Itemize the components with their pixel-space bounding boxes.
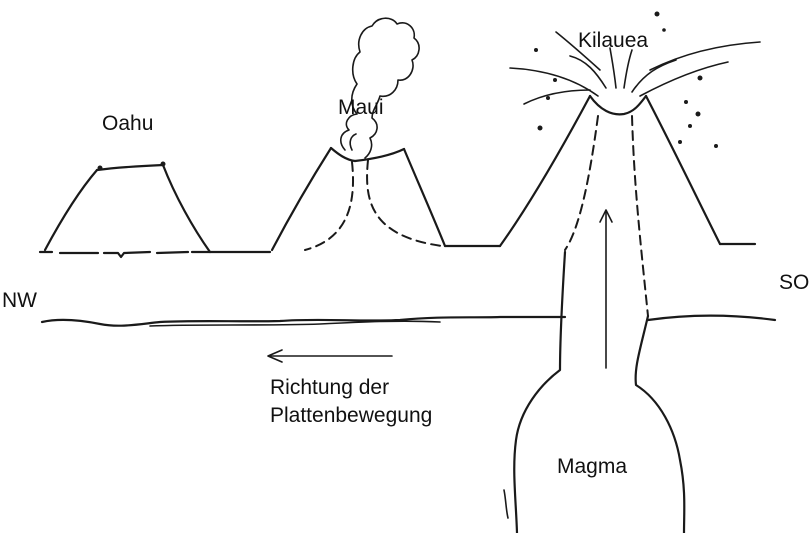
label-direction-west: NW [2,290,37,311]
kilauea-volcano [500,96,720,316]
oahu-volcano [45,162,210,253]
label-magma: Magma [557,456,627,477]
label-kilauea: Kilauea [578,30,648,51]
plate-base-line [42,316,775,327]
magma-plume [504,252,684,533]
maui-volcano [272,148,445,250]
sea-level-line [40,244,755,257]
label-plate-motion-line2: Plattenbewegung [270,402,432,430]
label-plate-motion-line1: Richtung der [270,374,432,402]
label-plate-motion: Richtung der Plattenbewegung [270,374,432,430]
label-oahu: Oahu [102,113,153,134]
label-direction-east: SO [779,272,809,293]
label-maui: Maui [338,97,384,118]
plate-motion-arrow [268,350,392,362]
magma-rise-arrow [600,210,612,368]
maui-smoke-plume [341,18,419,158]
